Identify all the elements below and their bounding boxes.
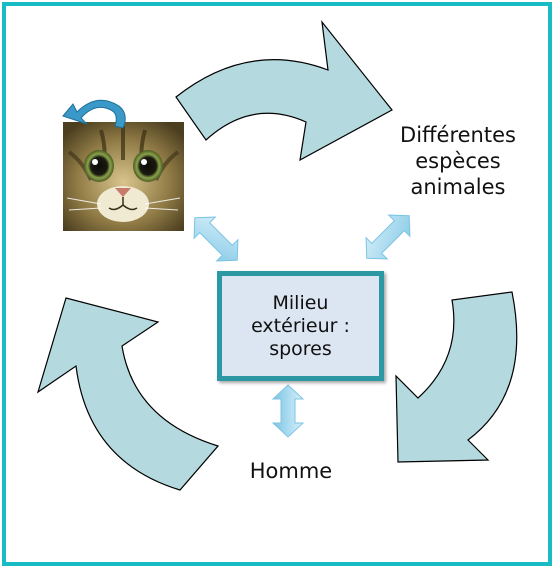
curl-arrow-icon (57, 94, 137, 134)
center-node-label: Milieu extérieur : spores (251, 292, 350, 361)
cycle-arrow-right (396, 292, 517, 462)
double-arrow-cat (184, 207, 248, 271)
double-arrow-homme (273, 385, 303, 437)
double-arrow-species (356, 205, 420, 269)
cat-photo (63, 122, 184, 231)
species-label: Différentes espèces animales (372, 122, 544, 200)
center-node: Milieu extérieur : spores (217, 271, 384, 381)
cycle-arrow-left (38, 298, 218, 490)
human-label: Homme (226, 458, 356, 484)
cycle-arrow-top (176, 22, 392, 160)
